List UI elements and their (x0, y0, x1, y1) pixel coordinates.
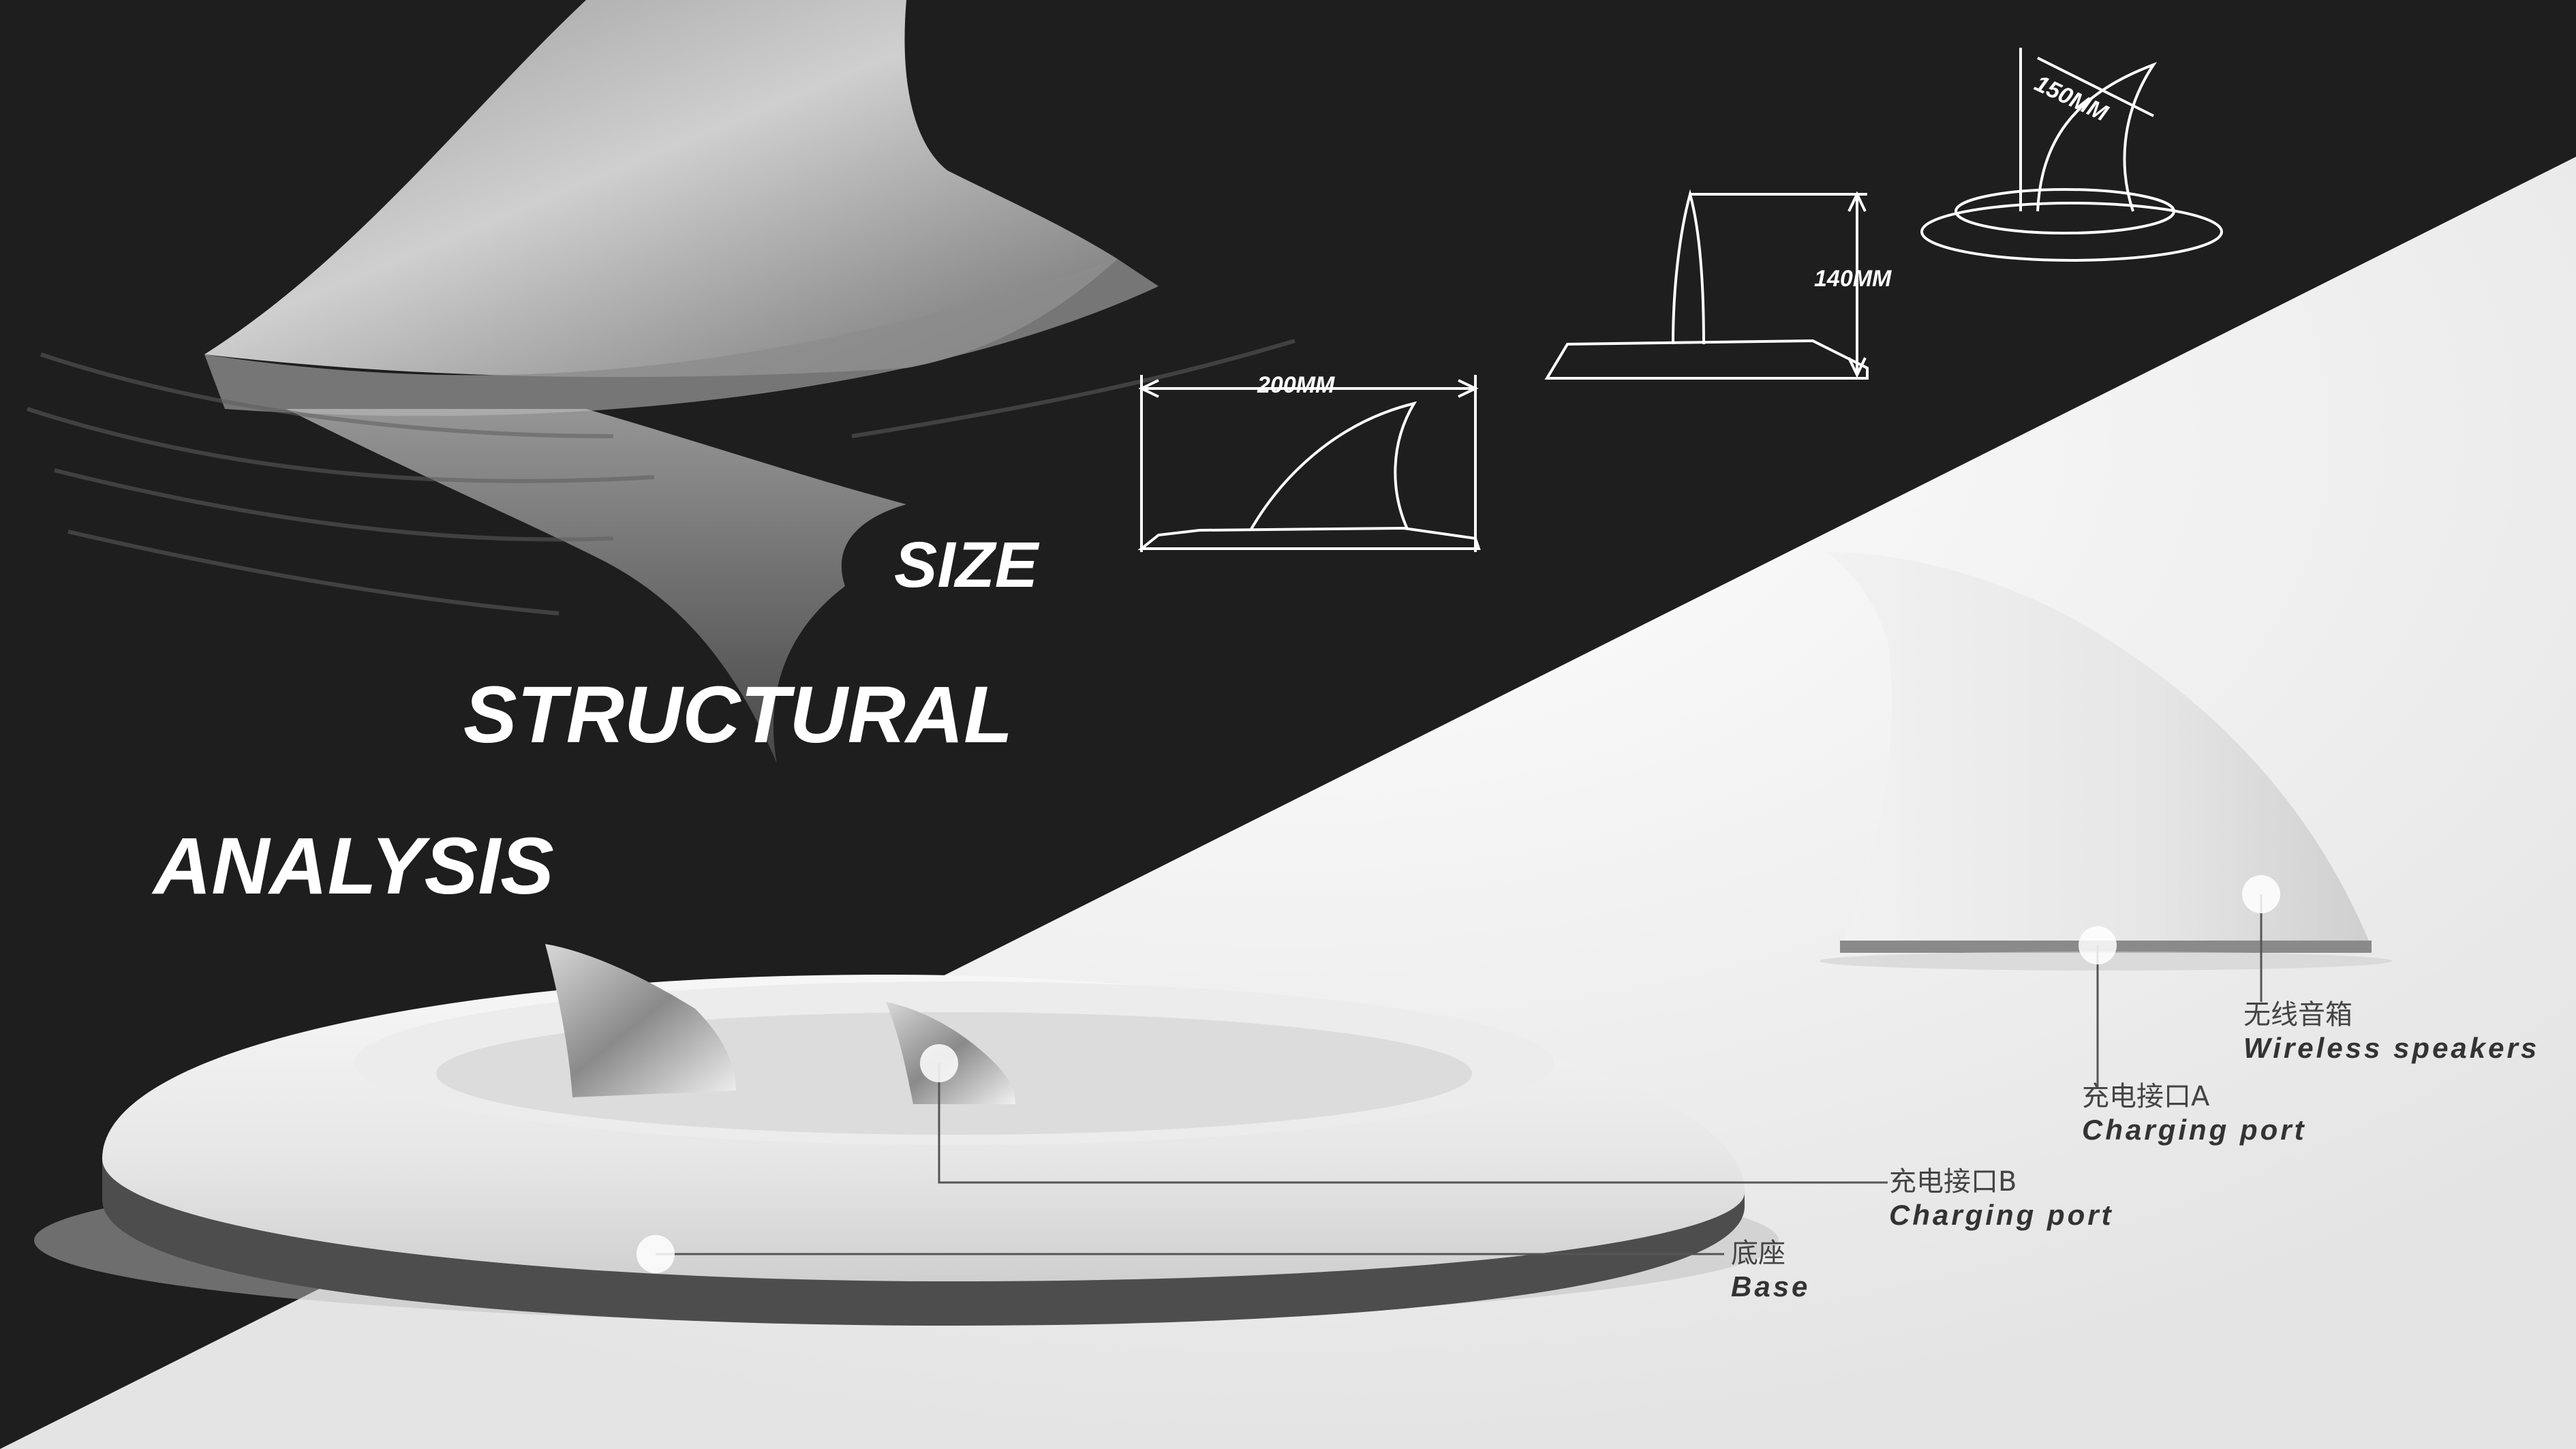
speaker-marker (2242, 875, 2280, 913)
dimension-sketches (1137, 48, 2223, 552)
callout-charging-port-a: 充电接口A Charging port (2082, 1080, 2307, 1147)
callout-wireless-speaker-cn: 无线音箱 (2243, 999, 2352, 1031)
callout-base-en: Base (1731, 1270, 1811, 1302)
width-dimension-label: 200MM (1257, 372, 1335, 398)
perspective-view-sketch (1920, 48, 2223, 262)
callout-wireless-speaker-en: Wireless speakers (2243, 1032, 2540, 1064)
charging-port-a-marker (2079, 926, 2117, 964)
callout-wireless-speaker: 无线音箱 Wireless speakers (2243, 998, 2539, 1065)
callout-base: 底座 Base (1731, 1237, 1810, 1304)
base-marker (637, 1235, 675, 1273)
title-structural: STRUCTURAL (463, 670, 1013, 760)
height-dimension-label: 140MM (1814, 266, 1892, 292)
charging-port-b-marker (920, 1044, 958, 1082)
callout-charging-port-b-en: Charging port (1889, 1199, 2114, 1231)
callout-leaders (637, 875, 2280, 1273)
title-size: SIZE (894, 529, 1039, 601)
shark-fin-photo (27, 0, 1295, 763)
callout-base-cn: 底座 (1731, 1238, 1785, 1269)
front-view-sketch (1544, 189, 1869, 380)
callout-charging-port-a-en: Charging port (2082, 1114, 2307, 1146)
callout-charging-port-a-cn: 充电接口A (2082, 1081, 2210, 1112)
callout-charging-port-b-cn: 充电接口B (1889, 1166, 2017, 1198)
side-view-sketch (1137, 375, 1481, 552)
callout-charging-port-b: 充电接口B Charging port (1889, 1165, 2114, 1232)
title-analysis: ANALYSIS (153, 821, 554, 911)
